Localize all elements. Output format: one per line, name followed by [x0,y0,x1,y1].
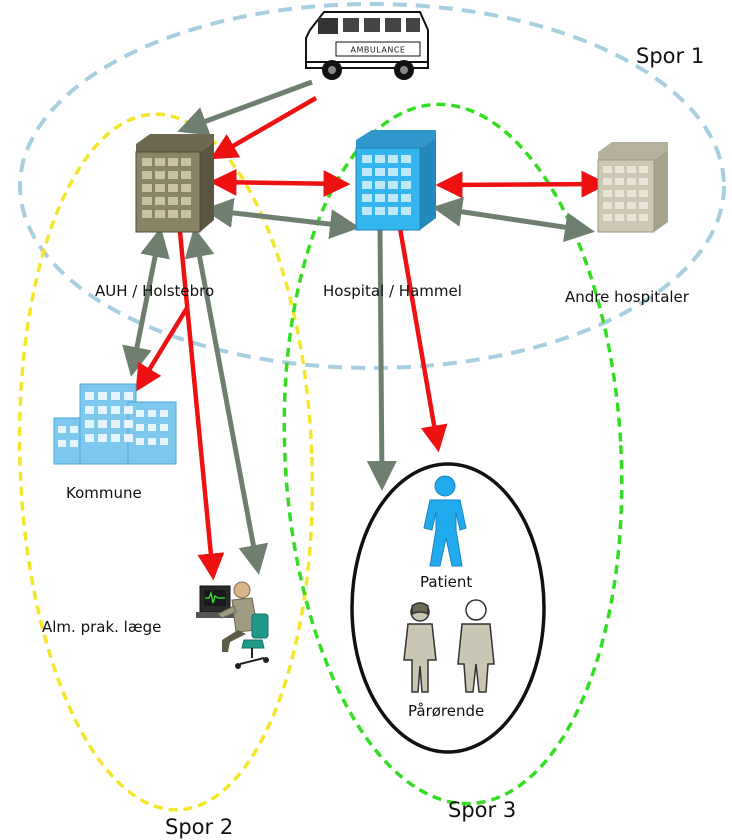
andre-label: Andre hospitaler [565,288,690,306]
arrow-auh-hospital-gray [203,197,360,240]
doctor-computer-icon [196,581,269,669]
parorende-label: Pårørende [408,702,484,720]
arrow-hospital-patient-red [397,227,448,453]
ambulance-icon: AMBULANCE [305,11,429,80]
patient-label: Patient [420,573,472,591]
arrow-auh-hospital-red [209,168,351,198]
auh-label: AUH / Holstebro [95,282,214,300]
laege-label: Alm. prak. læge [42,618,161,636]
spor2-label: Spor 2 [165,815,233,839]
patient-circle [350,462,546,754]
spor1-ellipse [18,2,726,370]
spor2-ellipse [17,112,315,812]
ambulance-label: AMBULANCE [351,46,406,55]
gray-arrows [122,79,595,575]
spor3-label: Spor 3 [448,798,516,822]
arrow-hospital-andre-gray [432,196,595,243]
arrow-hospital-andre-red [435,170,609,199]
arrow-hospital-patient-gray [366,227,397,491]
kommune-building-icon [53,383,177,465]
spor1-label: Spor 1 [636,44,704,68]
arrow-ambulance-auh-gray [177,79,313,136]
spor3-ellipse [282,102,624,806]
arrow-auh-kommune-gray [122,227,170,377]
hospital-building-icon [355,130,436,231]
relatives-figures-icon [403,599,495,693]
hospital-label: Hospital / Hammel [323,282,462,300]
andre-building-icon [597,142,668,233]
arrow-auh-laege-gray [184,227,269,575]
red-arrows [135,96,609,581]
arrow-ambulance-auh-red [210,96,318,160]
auh-building-icon [135,134,214,233]
arrow-auh-kommune-red [135,306,189,392]
arrow-auh-laege-red [177,231,225,581]
patient-figure-icon [423,475,467,567]
kommune-label: Kommune [66,484,142,502]
